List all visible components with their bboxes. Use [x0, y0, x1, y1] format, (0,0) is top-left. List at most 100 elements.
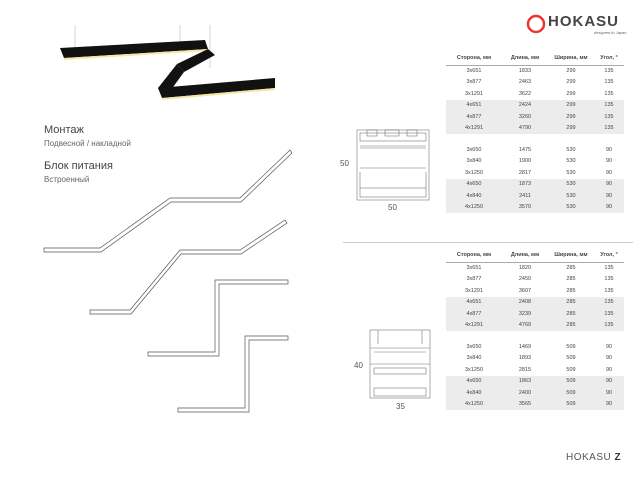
table-cell: 509	[566, 366, 576, 373]
table-cell: 90	[605, 366, 613, 373]
table-cell: 4x651	[446, 99, 502, 111]
table-cell: 299	[548, 111, 594, 123]
brand-logo: HOKASU designed in Japan	[526, 10, 631, 40]
table-cell: 3x651	[466, 265, 482, 271]
logo-tagline: designed in Japan	[594, 30, 627, 35]
table-cell: 90	[605, 355, 613, 362]
logo-ring-icon	[526, 14, 546, 34]
profile-section-40x35	[369, 329, 431, 399]
column-header: Ширина, мм	[548, 52, 594, 66]
column-header: Угол, °	[594, 52, 624, 66]
table-row: 3x877 2463 299 135	[446, 77, 624, 89]
table-cell: 3565	[502, 398, 548, 410]
column-header: Длина, мм	[502, 249, 548, 263]
table-cell: 3x650	[466, 146, 482, 153]
table-cell: 285	[566, 276, 576, 283]
power-value: Встроенный	[44, 175, 90, 184]
shape-z-90-a	[147, 279, 289, 357]
table-cell: 4x650	[446, 178, 502, 190]
table-group-gap	[446, 134, 624, 144]
table-cell: 299	[548, 99, 594, 111]
table-cell: 509	[548, 375, 594, 387]
table-cell: 135	[604, 265, 614, 271]
table-cell: 4x877	[446, 111, 502, 123]
table-cell: 509	[566, 355, 576, 362]
profile-section-50x50	[356, 129, 430, 201]
table-cell: 3x651	[466, 68, 482, 74]
table-cell: 135	[594, 122, 624, 134]
table-cell: 90	[605, 169, 613, 176]
table-cell: 509	[548, 387, 594, 399]
table-cell: 4x877	[446, 308, 502, 320]
footer-brand: HOKASU	[566, 452, 612, 463]
mounting-value: Подвесной / накладной	[44, 139, 131, 148]
table-cell: 1833	[518, 68, 532, 74]
table-cell: 1469	[518, 343, 532, 350]
table-cell: 285	[548, 308, 594, 320]
table-cell: 299	[566, 79, 576, 86]
table-cell: 2450	[518, 276, 532, 283]
table-cell: 299	[566, 90, 576, 97]
profile-top-height: 50	[340, 159, 349, 168]
table-cell: 135	[604, 79, 614, 86]
table-cell: 3x877	[466, 79, 482, 86]
table-cell: 530	[548, 190, 594, 202]
table-cell: 285	[566, 287, 576, 294]
table-cell: 2815	[518, 366, 532, 373]
table-cell: 4769	[502, 319, 548, 331]
table-cell: 285	[548, 296, 594, 308]
table-cell: 2817	[518, 169, 532, 176]
table-cell: 135	[594, 99, 624, 111]
column-header: Угол, °	[594, 249, 624, 263]
table-cell: 4790	[502, 122, 548, 134]
table-cell: 2408	[502, 296, 548, 308]
table-cell: 509	[548, 398, 594, 410]
table-cell: 1893	[518, 355, 532, 362]
table-cell: 135	[594, 111, 624, 123]
table-cell: 135	[594, 308, 624, 320]
table-cell: 90	[605, 158, 613, 165]
power-block: Блок питания Встроенный	[44, 160, 113, 184]
table-cell: 90	[594, 178, 624, 190]
table-cell: 2411	[502, 190, 548, 202]
footer-model: HOKASU Z	[566, 452, 621, 463]
table-cell: 530	[566, 146, 576, 153]
table-cell: 2463	[518, 79, 532, 86]
table-cell: 135	[604, 68, 614, 74]
column-header: Сторона, мм	[446, 249, 502, 263]
table-cell: 3239	[502, 308, 548, 320]
table-cell: 3x1291	[464, 90, 484, 97]
table-cell: 3x1291	[464, 287, 484, 294]
table-cell: 135	[594, 319, 624, 331]
table-cell: 3x840	[466, 158, 482, 165]
table-group-gap	[446, 331, 624, 341]
table-cell: 2424	[502, 99, 548, 111]
column-header: Ширина, мм	[548, 249, 594, 263]
table-cell: 2400	[502, 387, 548, 399]
table-cell: 1820	[518, 265, 532, 271]
table-cell: 3x650	[466, 343, 482, 350]
table-cell: 4x1291	[446, 319, 502, 331]
table-cell: 135	[604, 287, 614, 294]
mounting-block: Монтаж Подвесной / накладной	[44, 124, 131, 148]
profile-top-width: 50	[388, 203, 397, 212]
table-cell: 135	[594, 296, 624, 308]
table-cell: 135	[604, 276, 614, 283]
table-cell: 4x1250	[446, 201, 502, 213]
table-cell: 509	[566, 343, 576, 350]
